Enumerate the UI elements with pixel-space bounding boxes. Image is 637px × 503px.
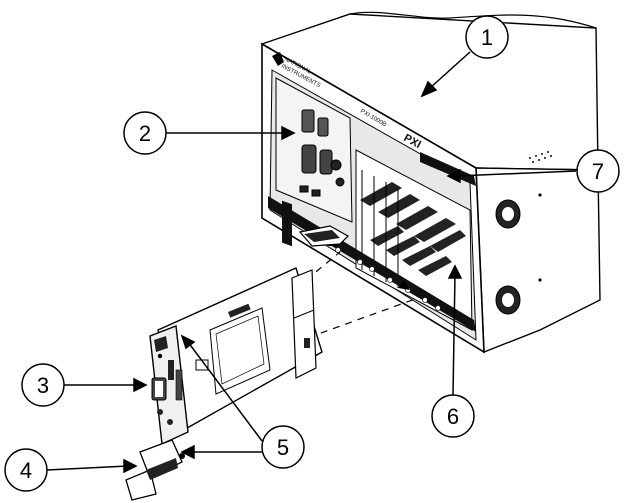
svg-text:3: 3	[37, 373, 49, 398]
chassis-vents	[528, 150, 553, 164]
callout-7: 7	[576, 149, 620, 193]
callout-3: 3	[21, 363, 65, 407]
callout-leaders	[46, 51, 577, 474]
svg-text:5: 5	[277, 435, 289, 460]
pxi-module: PXI	[125, 251, 419, 501]
svg-text:1: 1	[481, 25, 493, 50]
controller-connectors	[299, 109, 345, 197]
chassis-side-knob-lower	[495, 285, 521, 315]
pxi-chassis: NATIONAL INSTRUMENTS PXI-1000B PXI	[260, 11, 601, 354]
svg-text:PXI: PXI	[146, 456, 161, 469]
chassis-side-knob-upper	[495, 199, 521, 229]
svg-text:4: 4	[20, 458, 32, 483]
callout-5: 5	[261, 425, 305, 469]
svg-text:2: 2	[139, 121, 151, 146]
callout-4: 4	[4, 448, 48, 492]
chassis-top-rail	[420, 152, 476, 186]
callout-1: 1	[465, 15, 509, 59]
svg-text:6: 6	[447, 404, 459, 429]
callout-6: 6	[431, 394, 475, 438]
module-ejector-handle: PXI	[125, 439, 185, 501]
chassis-slots	[355, 149, 473, 331]
module-backplane-connector	[291, 269, 317, 379]
svg-text:7: 7	[592, 159, 604, 184]
module-front-connector	[151, 377, 167, 401]
callout-2: 2	[123, 111, 167, 155]
